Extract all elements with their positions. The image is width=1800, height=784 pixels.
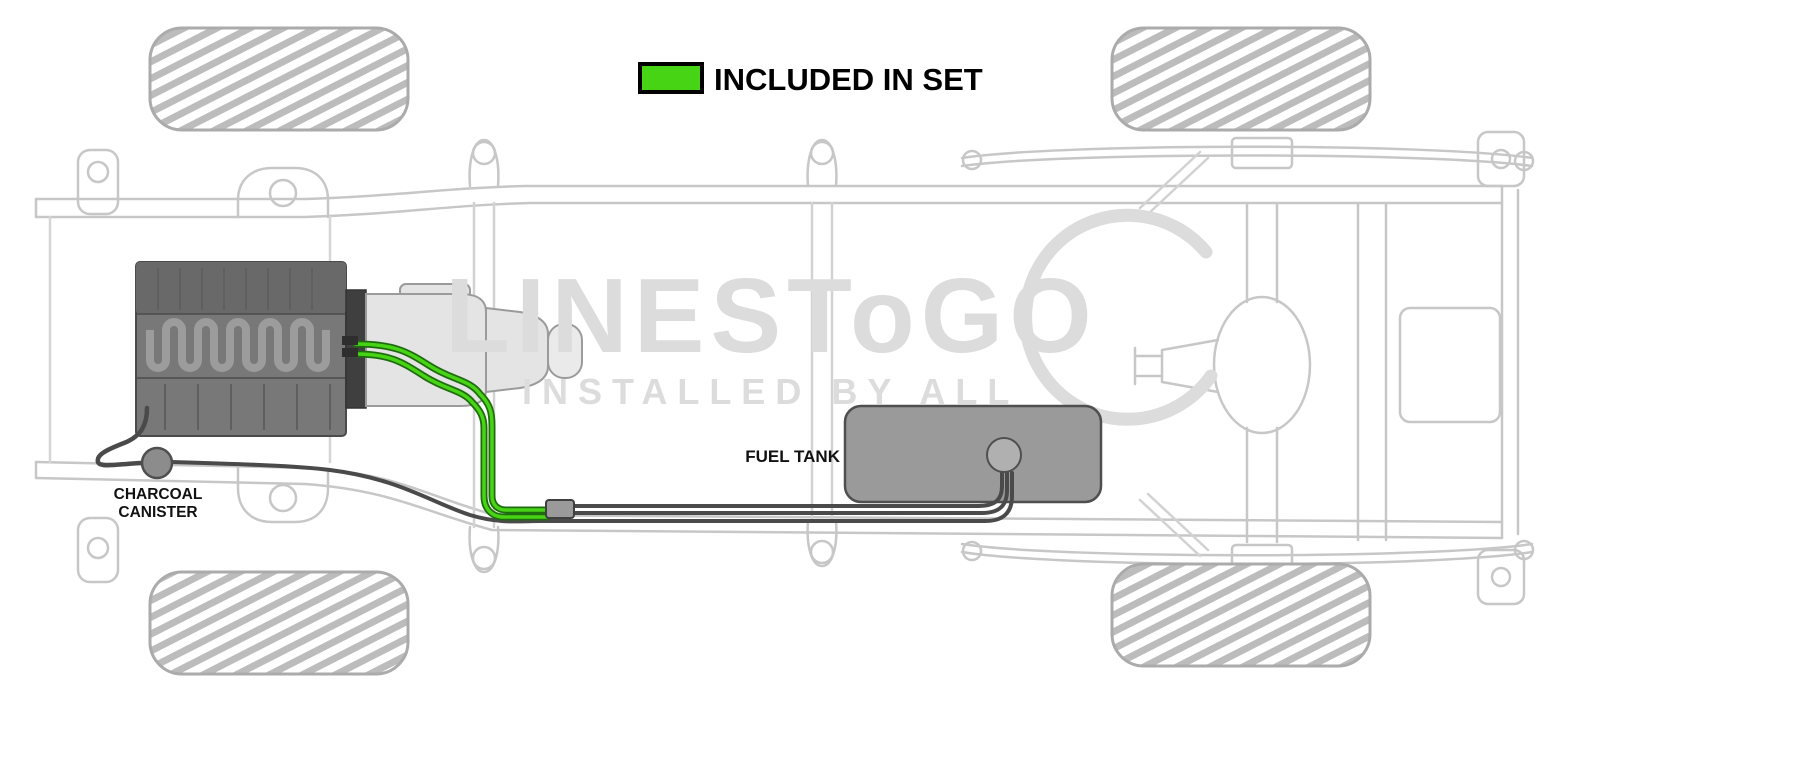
charcoal-canister-label-line2: CANISTER <box>118 504 197 521</box>
leaf-spring-top <box>960 145 1534 160</box>
charcoal-canister <box>140 446 174 480</box>
legend: INCLUDED IN SET <box>638 62 983 97</box>
cab-mount-bottom-front <box>468 525 500 574</box>
fuel-line-connector <box>545 499 575 519</box>
rear-box <box>1398 306 1502 424</box>
front-crossmember-bottom <box>236 466 330 524</box>
canister-hook-line <box>95 405 150 468</box>
legend-swatch <box>638 62 704 94</box>
front-bracket-bottom <box>76 516 120 584</box>
front-bracket-top <box>76 148 120 216</box>
engine <box>135 261 367 437</box>
watermark: LINESToGO INSTALLED BY ALL <box>445 208 1218 426</box>
tire-front-top <box>148 26 410 132</box>
fuel-tank <box>843 404 1103 504</box>
frame-rail-top <box>34 184 1504 201</box>
fuel-tank-label: FUEL TANK <box>745 447 840 466</box>
legend-label: INCLUDED IN SET <box>714 62 983 97</box>
cab-mount-top-front <box>468 138 500 188</box>
rear-bracket-top <box>1476 130 1526 188</box>
watermark-circle <box>1019 208 1218 426</box>
tire-rear-bottom <box>1110 562 1372 668</box>
included-line-1 <box>354 342 549 512</box>
frame-rail-bottom-inner <box>34 476 1504 540</box>
canister-vapor-line <box>169 460 1014 524</box>
cab-mount-top-mid <box>806 138 838 188</box>
fuel-lines-included <box>342 336 551 521</box>
cab-mount-bottom-mid <box>806 519 838 568</box>
included-line-2 <box>354 352 549 519</box>
tire-rear-top <box>1110 26 1372 132</box>
line-fitting-2 <box>342 348 358 357</box>
frame-rail-top-inner <box>34 201 1504 219</box>
tire-front-bottom <box>148 570 410 676</box>
front-crossmember-top <box>236 166 330 219</box>
fuel-pump <box>986 437 1022 473</box>
line-fitting-1 <box>342 336 358 345</box>
rear-bracket-bottom <box>1476 548 1526 606</box>
exhaust-manifold <box>146 318 330 372</box>
differential <box>1212 295 1312 435</box>
watermark-brand: LINESToGO <box>445 257 1098 375</box>
transmission-tail <box>547 323 583 379</box>
leaf-spring-bottom <box>960 550 1534 566</box>
charcoal-canister-label-line1: CHARCOAL <box>114 486 203 503</box>
fuel-line-bundle <box>95 405 1014 524</box>
